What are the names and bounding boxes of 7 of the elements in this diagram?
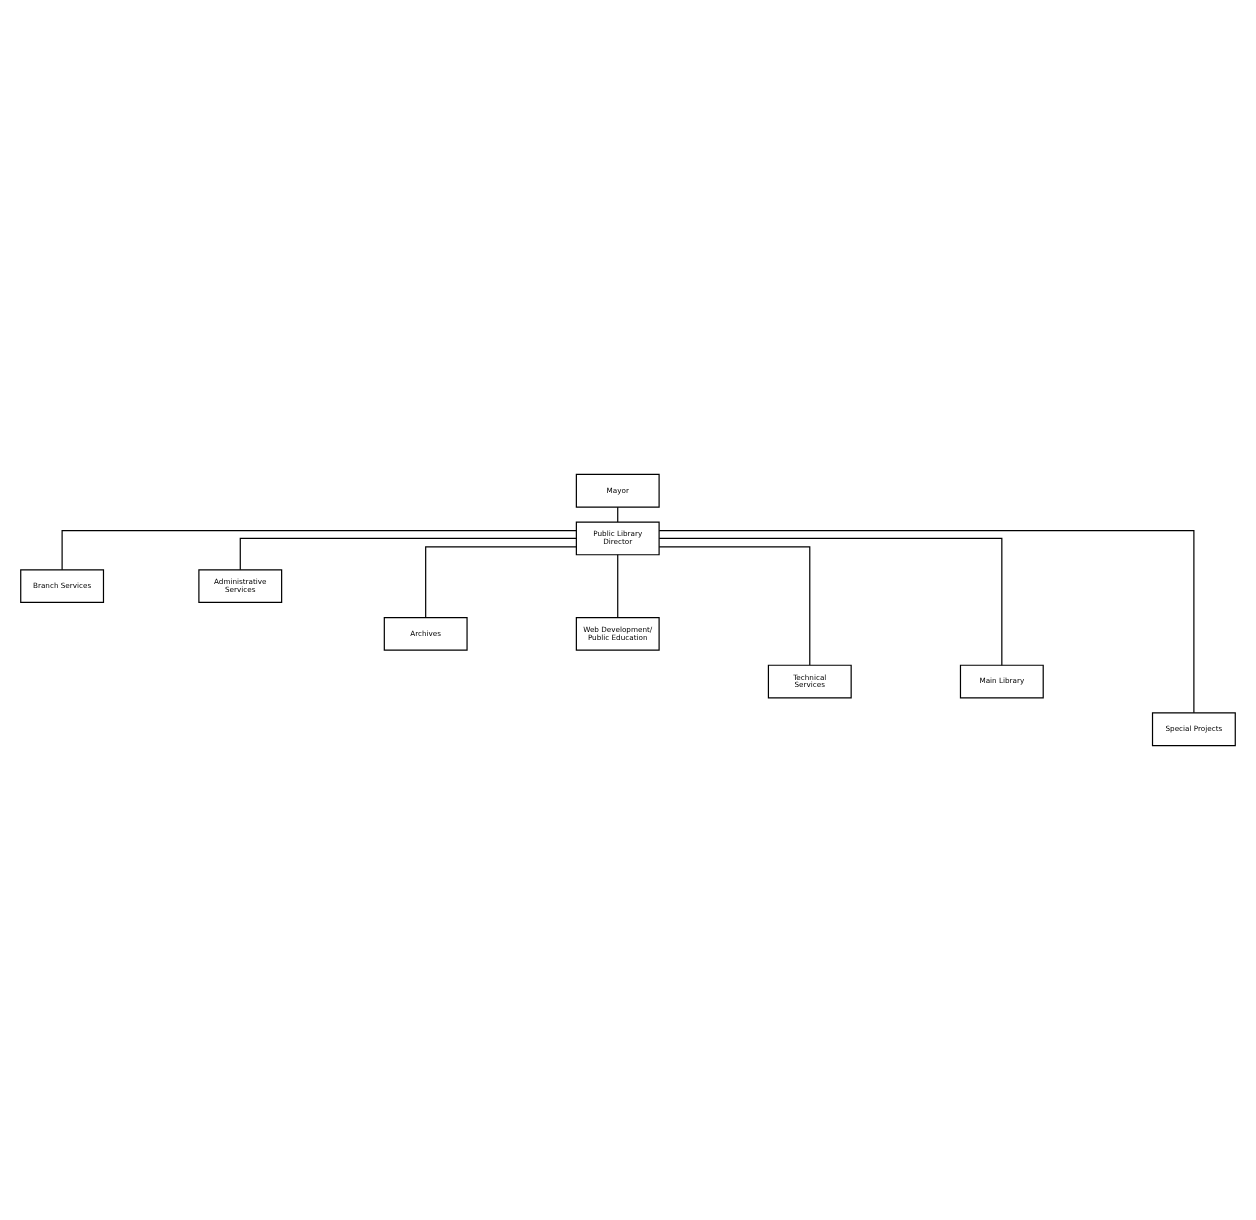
connector xyxy=(658,546,811,666)
connector xyxy=(239,537,577,571)
connector xyxy=(658,529,1195,714)
connector xyxy=(61,529,577,571)
connector xyxy=(658,537,1003,666)
connector xyxy=(617,554,619,619)
connector xyxy=(425,546,577,619)
